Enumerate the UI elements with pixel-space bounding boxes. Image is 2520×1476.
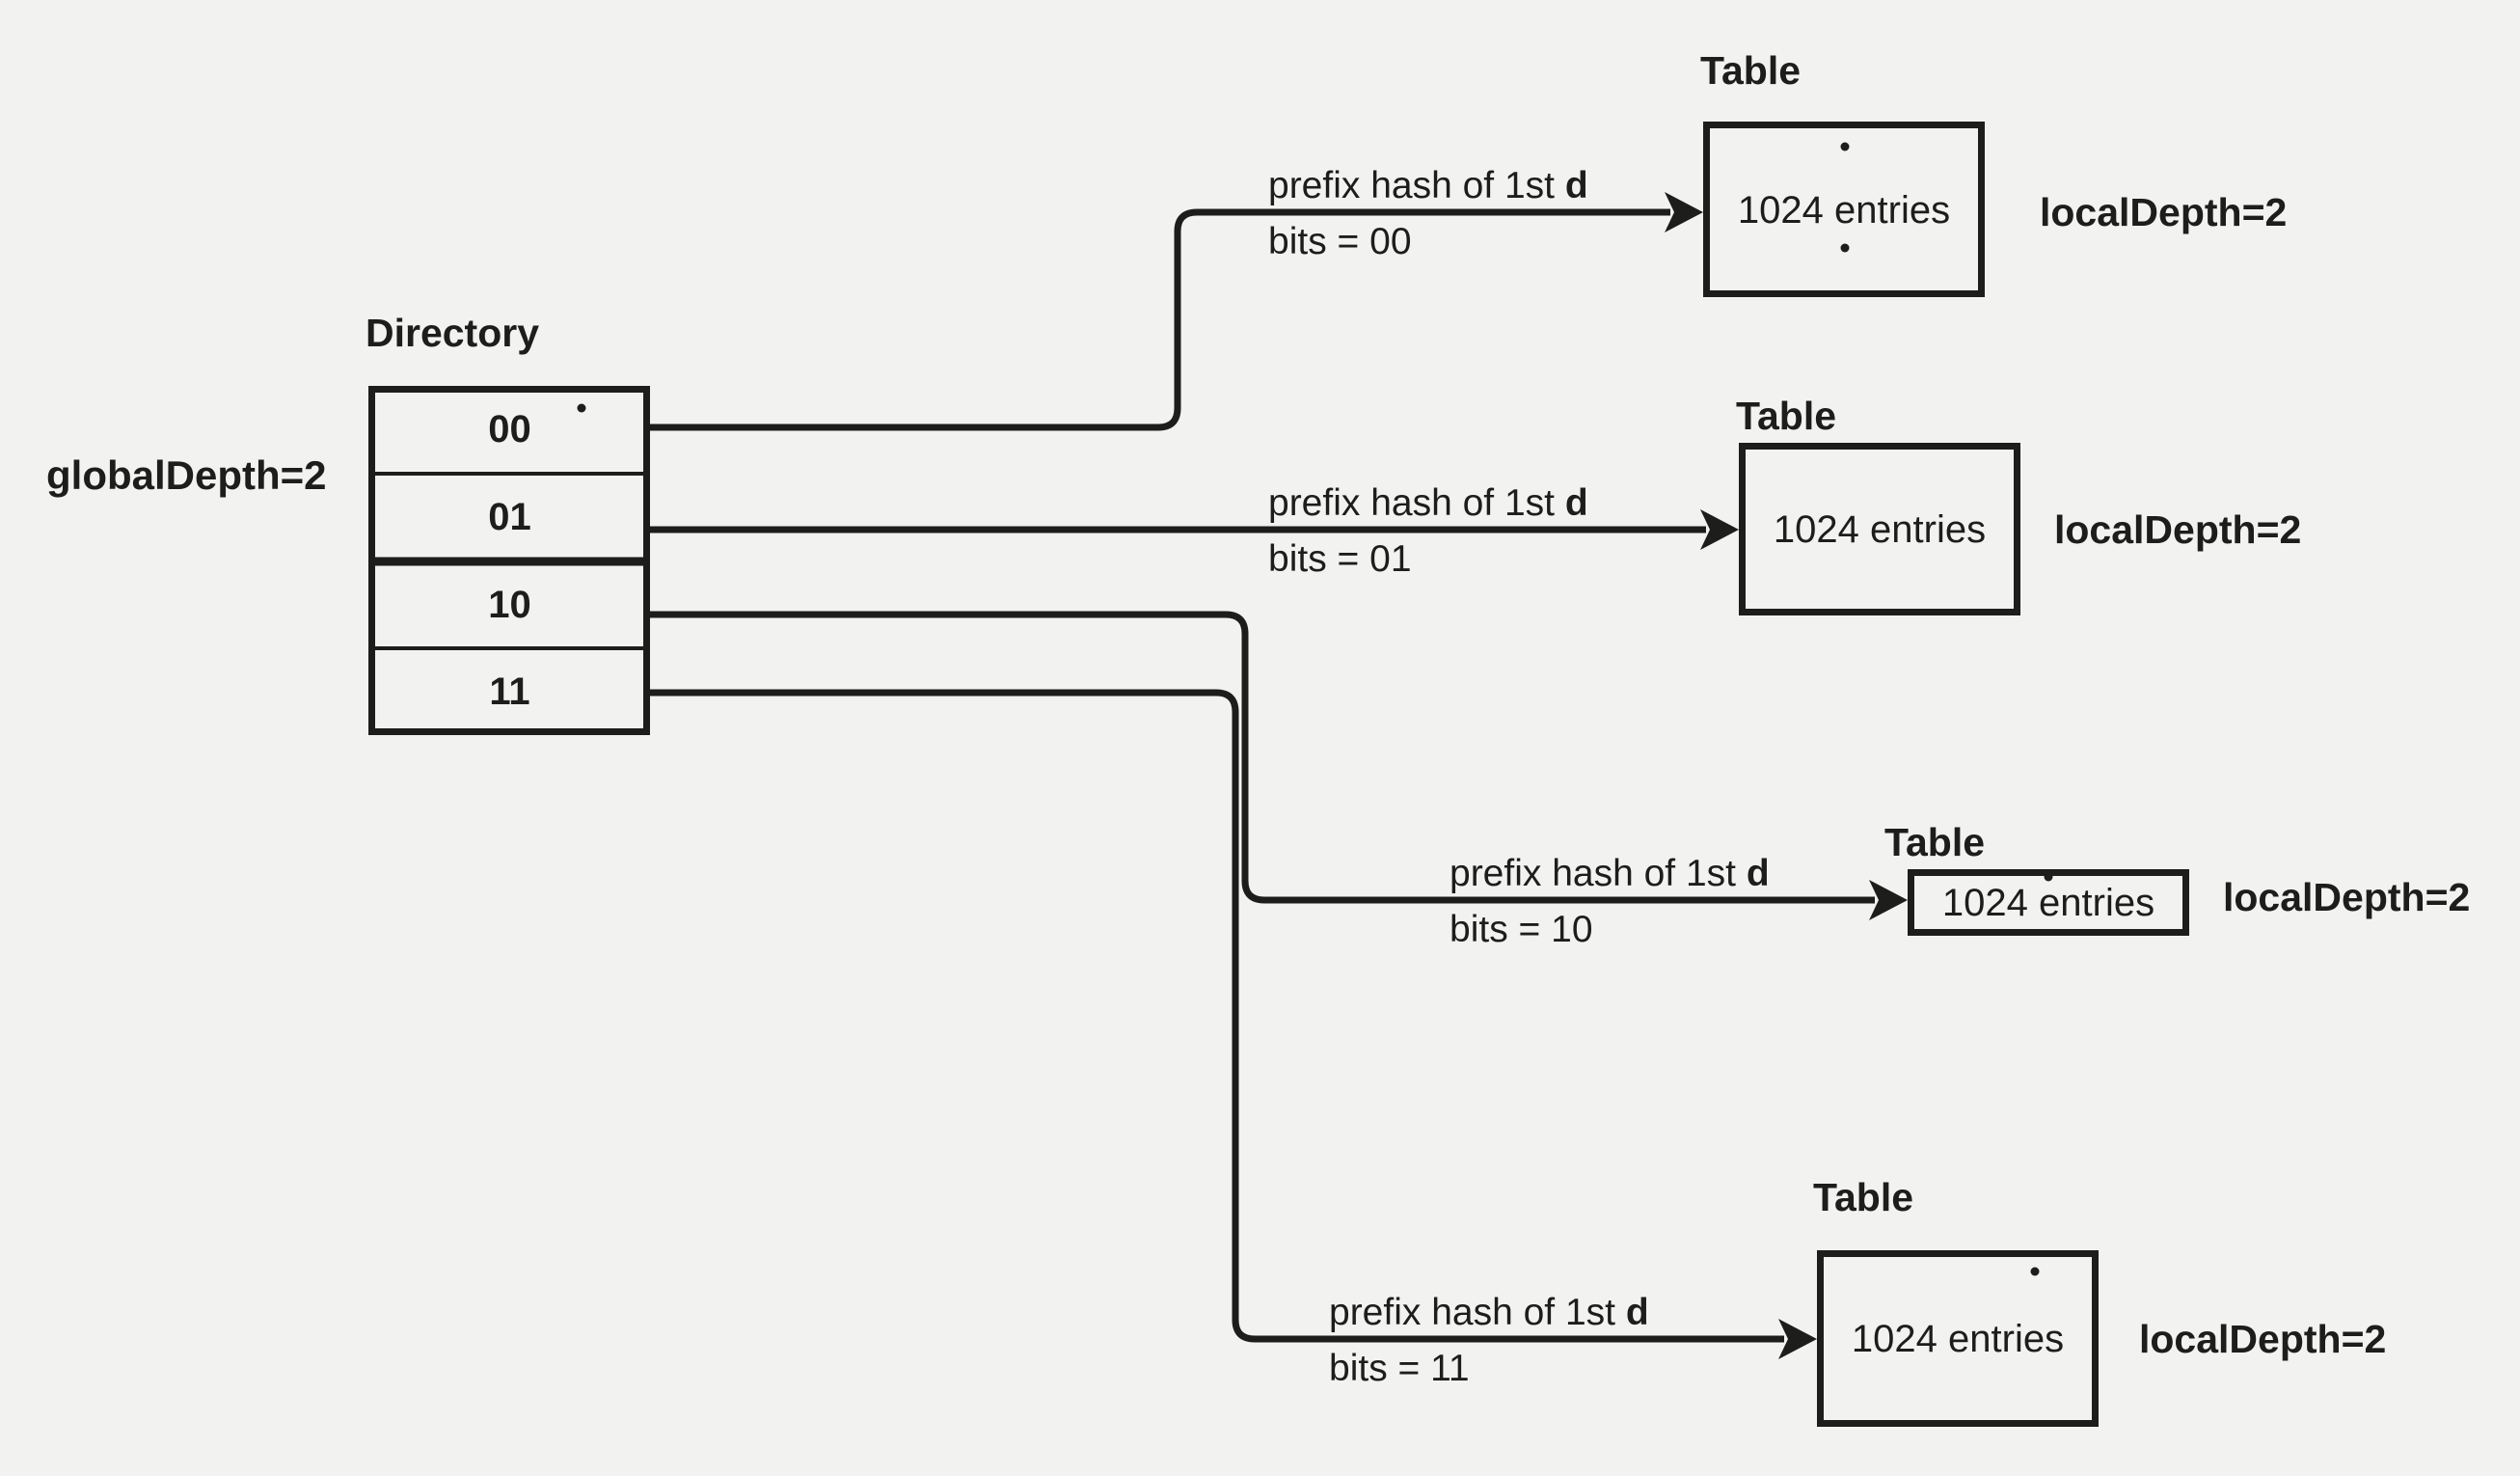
directory-cell-10: 10 (488, 584, 531, 626)
table-10-title: Table (1884, 820, 1986, 864)
arrow-10-prefix-bold-d: d (1746, 853, 1770, 894)
connector-11 (650, 689, 1784, 1343)
connector-10 (650, 611, 1875, 904)
arrowhead-01-icon (1700, 509, 1739, 550)
directory-title: Directory (366, 311, 540, 355)
table-00-entries-label: 1024 entries (1737, 189, 1951, 232)
arrow-10-bits-label: bits = 10 (1450, 909, 1593, 950)
arrowhead-00-icon (1665, 192, 1703, 232)
arrow-10-prefix-text: prefix hash of 1st (1450, 853, 1747, 894)
arrow-11-prefix-label: prefix hash of 1st d (1329, 1293, 1649, 1333)
table-10-local-depth-label: localDepth=2 (2223, 875, 2471, 919)
arrow-01-prefix-label: prefix hash of 1st d (1268, 483, 1588, 524)
arrow-00-prefix-label: prefix hash of 1st d (1268, 166, 1588, 206)
table-00-box (1703, 122, 1985, 297)
table-11-local-depth-label: localDepth=2 (2139, 1317, 2387, 1361)
arrowhead-10-icon (1869, 880, 1908, 920)
arrow-00-bits-label: bits = 00 (1268, 221, 1412, 262)
table-00-dot-bottom (1840, 243, 1850, 253)
arrow-01-prefix-text: prefix hash of 1st (1268, 482, 1565, 524)
table-00-title: Table (1700, 48, 1802, 93)
arrow-00-prefix-text: prefix hash of 1st (1268, 165, 1565, 206)
directory-cell-00: 00 (488, 408, 531, 451)
arrow-00-prefix-bold-d: d (1564, 165, 1588, 206)
table-01-entries-label: 1024 entries (1773, 508, 1987, 551)
table-10-entries-label: 1024 entries (1941, 882, 2155, 924)
table-10-dot (2044, 872, 2053, 882)
table-11-dot (2030, 1267, 2040, 1276)
arrow-11-prefix-bold-d: d (1625, 1292, 1649, 1333)
table-00-local-depth-label: localDepth=2 (2040, 190, 2288, 234)
table-00-dot-top (1840, 142, 1850, 151)
table-01-local-depth-label: localDepth=2 (2054, 507, 2302, 552)
arrow-10-prefix-label: prefix hash of 1st d (1450, 854, 1770, 894)
table-11-entries-label: 1024 entries (1851, 1318, 2065, 1360)
arrow-11-prefix-text: prefix hash of 1st (1329, 1292, 1626, 1333)
directory-cell-11: 11 (489, 670, 530, 713)
arrowhead-11-icon (1778, 1319, 1817, 1359)
arrow-11-bits-label: bits = 11 (1329, 1348, 1470, 1389)
arrow-01-bits-label: bits = 01 (1268, 538, 1412, 580)
directory-cell-00-dot (577, 403, 586, 413)
connector-00 (650, 208, 1670, 431)
directory-cell-01: 01 (488, 496, 531, 538)
global-depth-label: globalDepth=2 (46, 452, 327, 498)
table-11-box (1817, 1250, 2099, 1427)
table-01-box (1739, 443, 2020, 615)
table-01-title: Table (1736, 394, 1837, 438)
arrow-01-prefix-bold-d: d (1564, 482, 1588, 524)
table-11-title: Table (1813, 1175, 1914, 1219)
